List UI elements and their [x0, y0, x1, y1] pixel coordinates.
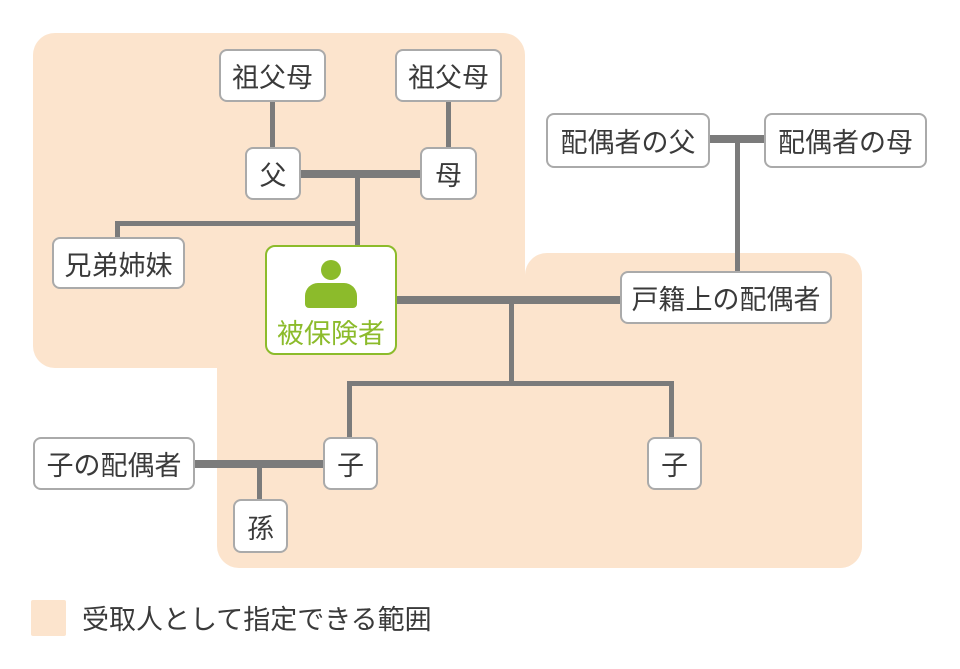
legend-label: 受取人として指定できる範囲: [82, 605, 432, 635]
node-grandparents-right-label: 祖父母: [408, 63, 489, 93]
node-legal-spouse: 戸籍上の配偶者: [620, 271, 832, 324]
connector-drop-to-child-right: [669, 381, 674, 437]
node-siblings: 兄弟姉妹: [52, 237, 185, 289]
connector-spouse-parents-to-spouse: [735, 139, 740, 271]
legend-swatch: [31, 599, 66, 636]
connector-siblings-branch-horizontal: [115, 221, 360, 226]
person-icon: [304, 259, 358, 308]
node-spouse-mother: 配偶者の母: [764, 113, 927, 168]
connector-grandparents-left-to-father: [270, 102, 275, 147]
node-insured-label: 被保険者: [277, 318, 385, 349]
node-grandparents-right: 祖父母: [395, 49, 502, 102]
node-siblings-label: 兄弟姉妹: [64, 250, 173, 281]
node-spouse-father: 配偶者の父: [546, 113, 710, 168]
node-spouse-father-label: 配偶者の父: [560, 128, 696, 158]
node-child-right-label: 子: [661, 451, 688, 481]
node-grandchild: 孫: [233, 499, 288, 553]
connector-father-mother-marriage: [301, 170, 420, 178]
legend: 受取人として指定できる範囲: [31, 598, 432, 637]
node-legal-spouse-label: 戸籍上の配偶者: [631, 285, 821, 315]
node-child-spouse-label: 子の配偶者: [46, 451, 182, 481]
node-father: 父: [245, 147, 301, 200]
connector-children-horizontal: [347, 381, 674, 386]
node-child-right: 子: [647, 437, 702, 490]
node-grandparents-left-label: 祖父母: [232, 63, 313, 93]
connector-insured-spouse-marriage: [397, 296, 620, 304]
node-grandchild-label: 孫: [247, 513, 274, 544]
connector-siblings-branch-drop: [115, 221, 120, 237]
node-insured: 被保険者: [265, 245, 397, 355]
node-child-left: 子: [323, 437, 378, 490]
connector-grandparents-right-to-mother: [446, 102, 451, 147]
node-child-spouse: 子の配偶者: [33, 437, 195, 490]
node-mother-label: 母: [435, 161, 462, 191]
node-spouse-mother-label: 配偶者の母: [778, 128, 913, 158]
node-father-label: 父: [259, 161, 287, 191]
connector-parents-to-insured: [355, 174, 360, 245]
connector-drop-to-child-left: [347, 381, 352, 437]
node-grandparents-left: 祖父母: [219, 49, 326, 102]
beneficiary-range-area-bottom: [217, 340, 862, 568]
connector-to-grandchild: [257, 464, 262, 499]
node-child-left-label: 子: [337, 451, 364, 481]
connector-couple-to-children: [509, 300, 514, 386]
node-mother: 母: [420, 147, 477, 200]
